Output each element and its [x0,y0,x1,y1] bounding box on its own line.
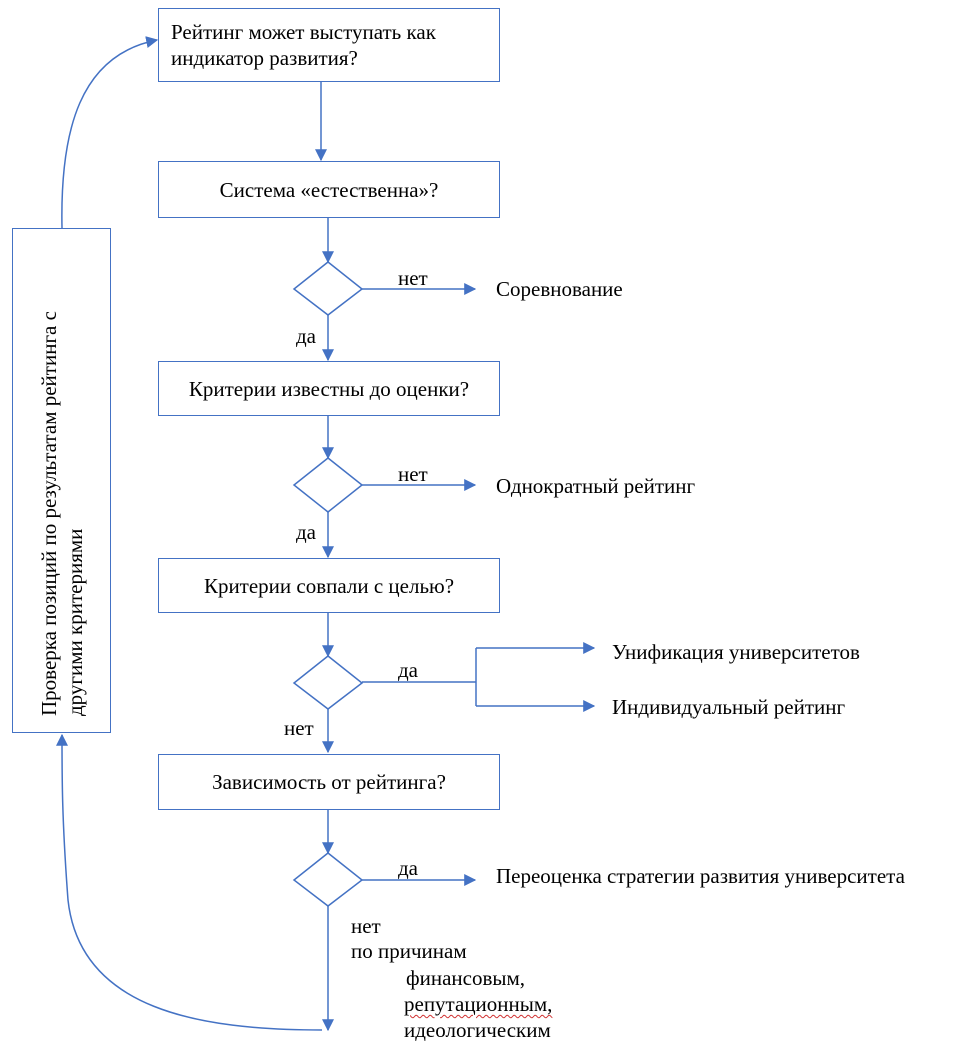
process-box-text: Рейтинг может выступать как индикатор ра… [171,20,436,70]
process-box-criteria-match: Критерии совпали с целью? [158,558,500,613]
outcome-one-time-rating: Однократный рейтинг [496,474,696,498]
decision-diamond-3 [292,655,364,710]
process-box-rating-indicator: Рейтинг может выступать как индикатор ра… [158,8,500,82]
final-no-label: нет [351,914,381,938]
decision-diamond-2 [292,457,364,513]
reason-financial: финансовым, [406,966,526,990]
reason-ideological: идеологическим [404,1018,551,1042]
process-box-text: Зависимость от рейтинга? [212,770,446,794]
reason-reputational: репутационным, [404,992,553,1016]
branch-label-d3-yes: да [398,658,419,682]
final-no-reasons-heading: по причинам [351,939,467,963]
branch-label-d2-no: нет [398,462,428,486]
branch-label-d2-yes: да [296,520,317,544]
decision-diamond-4 [292,852,364,907]
outcome-strategy-reassessment: Переоценка стратегии развития университе… [496,864,905,888]
loop-back-to-side-box [56,733,323,1031]
decision-diamond-1 [292,261,364,316]
branch-label-d4-yes: да [398,856,419,880]
process-box-criteria-known: Критерии известны до оценки? [158,361,500,416]
loop-up-to-q1 [61,36,159,229]
process-box-rating-dependence: Зависимость от рейтинга? [158,754,500,810]
branch-label-d1-yes: да [296,324,317,348]
process-box-text: Критерии известны до оценки? [188,376,470,401]
side-box-position-check: Проверка позиций по результатам рейтинга… [12,228,111,733]
process-box-text: Критерии совпали с целью? [203,573,455,598]
outcome-competition: Соревнование [496,277,623,301]
branch-label-d3-no: нет [284,716,314,740]
process-box-text: Система «естественна»? [219,177,439,202]
outcome-individual-rating: Индивидуальный рейтинг [612,695,846,719]
outcome-unification: Унификация университетов [612,640,860,664]
process-box-natural-system: Система «естественна»? [158,161,500,218]
branch-label-d1-no: нет [398,266,428,290]
side-box-text: Проверка позиций по результатам рейтинга… [36,310,87,716]
